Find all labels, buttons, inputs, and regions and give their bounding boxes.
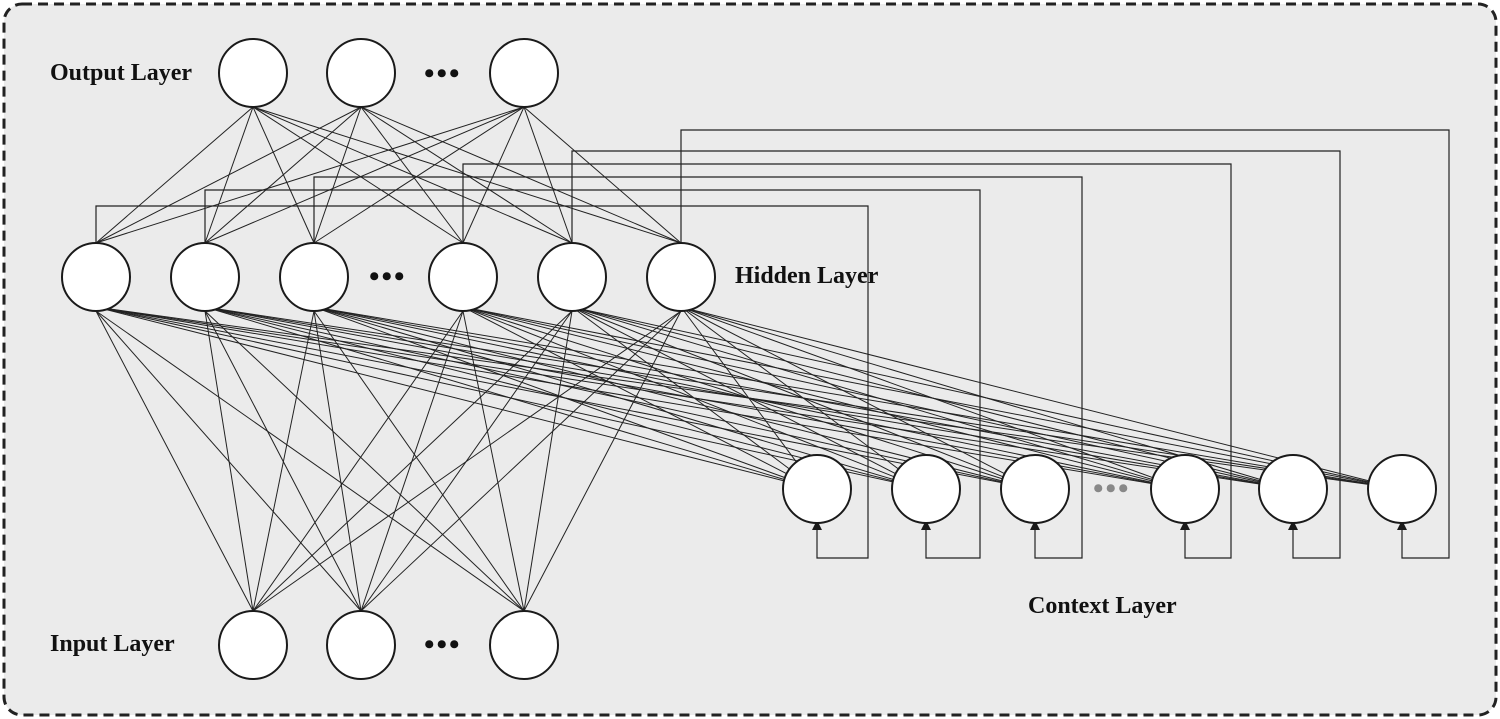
hidden-input-connection [95,310,525,612]
hidden-context-connection [313,306,786,479]
context-feedback-lines [95,129,1450,559]
hidden-layer-label: Hidden Layer [735,263,879,289]
output-hidden-connection [523,106,573,244]
hidden-context-connection [462,306,787,475]
hidden-input-connection [252,310,464,612]
hidden-input-connection [523,310,682,612]
input-neuron [218,610,288,680]
hidden-context-connection [204,306,785,480]
hidden-neuron [170,242,240,312]
context-neuron [1150,454,1220,524]
context-neuron [782,454,852,524]
hidden-input-connection [204,310,525,612]
hidden-input-connection [252,310,682,612]
output-neuron [326,38,396,108]
output-hidden-connection [313,106,525,244]
output-hidden-connection [360,106,464,244]
hidden-input-connection [313,310,525,612]
hidden-context-connection [680,306,1261,480]
recurrent-feedback-line [462,163,1232,559]
hidden-input-connection [252,310,315,612]
hidden-context-connection [95,306,785,482]
output-layer-label: Output Layer [50,60,192,86]
output-hidden-connection [462,106,525,244]
hidden-input-connection [252,310,573,612]
hidden-context-connection [204,306,894,482]
output-hidden-connection [95,106,254,244]
hidden-context-connection [680,306,1370,482]
hidden-context-connection [571,306,1004,478]
hidden-context-connection [571,306,1261,482]
context-neuron [1367,454,1437,524]
output-hidden-connection [360,106,573,244]
hidden-neuron [537,242,607,312]
hidden-context-connection [204,306,1369,485]
hidden-layer-ellipsis: ••• [369,260,407,293]
hidden-context-connection [95,306,1152,485]
hidden-input-connection [204,310,254,612]
hidden-context-connection [571,306,896,475]
hidden-context-connection [313,306,894,480]
hidden-context-connection [571,306,790,470]
hidden-context-connection [462,306,1369,484]
hidden-context-connection [571,306,1153,480]
hidden-input-connection [462,310,525,612]
input-layer-label: Input Layer [50,631,175,657]
hidden-context-connection [680,306,1154,479]
hidden-context-connection [95,306,1002,484]
output-hidden-connection [95,106,362,244]
output-neuron [218,38,288,108]
recurrent-feedback-line [204,189,981,559]
context-layer-label: Context Layer [1028,593,1177,619]
hidden-context-connection [571,306,1369,483]
output-hidden-connection [95,106,525,244]
hidden-context-connection [95,306,893,483]
hidden-context-connection [462,306,895,478]
output-hidden-connection [204,106,362,244]
output-hidden-connection [360,106,682,244]
hidden-context-connection [680,306,899,470]
output-hidden-connection [523,106,682,244]
output-hidden-connection [313,106,362,244]
input-layer-ellipsis: ••• [424,628,462,661]
hidden-context-connection [313,306,1260,484]
hidden-context-connection [95,306,1260,485]
context-neuron [891,454,961,524]
hidden-neuron [61,242,131,312]
neurons [61,38,1437,680]
hidden-context-connection [462,306,1153,482]
hidden-input-connection [523,310,573,612]
hidden-neuron [646,242,716,312]
hidden-context-connection [204,306,1002,483]
hidden-neuron [279,242,349,312]
hidden-context-connection [204,306,1152,484]
context-neuron [1258,454,1328,524]
connection-lines [95,106,1370,612]
recurrent-feedback-line [571,150,1341,559]
hidden-context-connection [313,306,1152,483]
hidden-context-connection [204,306,1260,485]
hidden-neuron [428,242,498,312]
output-hidden-connection [252,106,464,244]
hidden-context-connection [313,306,1369,485]
context-layer-ellipsis: ••• [1093,472,1131,505]
output-neuron [489,38,559,108]
input-neuron [326,610,396,680]
context-neuron [1000,454,1070,524]
hidden-input-connection [313,310,362,612]
recurrent-feedback-line [680,129,1450,559]
hidden-context-connection [680,306,1005,475]
hidden-input-connection [95,310,254,612]
input-neuron [489,610,559,680]
output-layer-ellipsis: ••• [424,57,462,90]
hidden-context-connection [462,306,1260,483]
recurrent-feedback-line [313,176,1083,559]
output-hidden-connection [204,106,525,244]
hidden-context-connection [680,306,797,463]
hidden-input-connection [360,310,682,612]
hidden-context-connection [462,306,1003,480]
hidden-context-connection [313,306,1003,482]
recurrent-feedback-line [95,205,869,559]
